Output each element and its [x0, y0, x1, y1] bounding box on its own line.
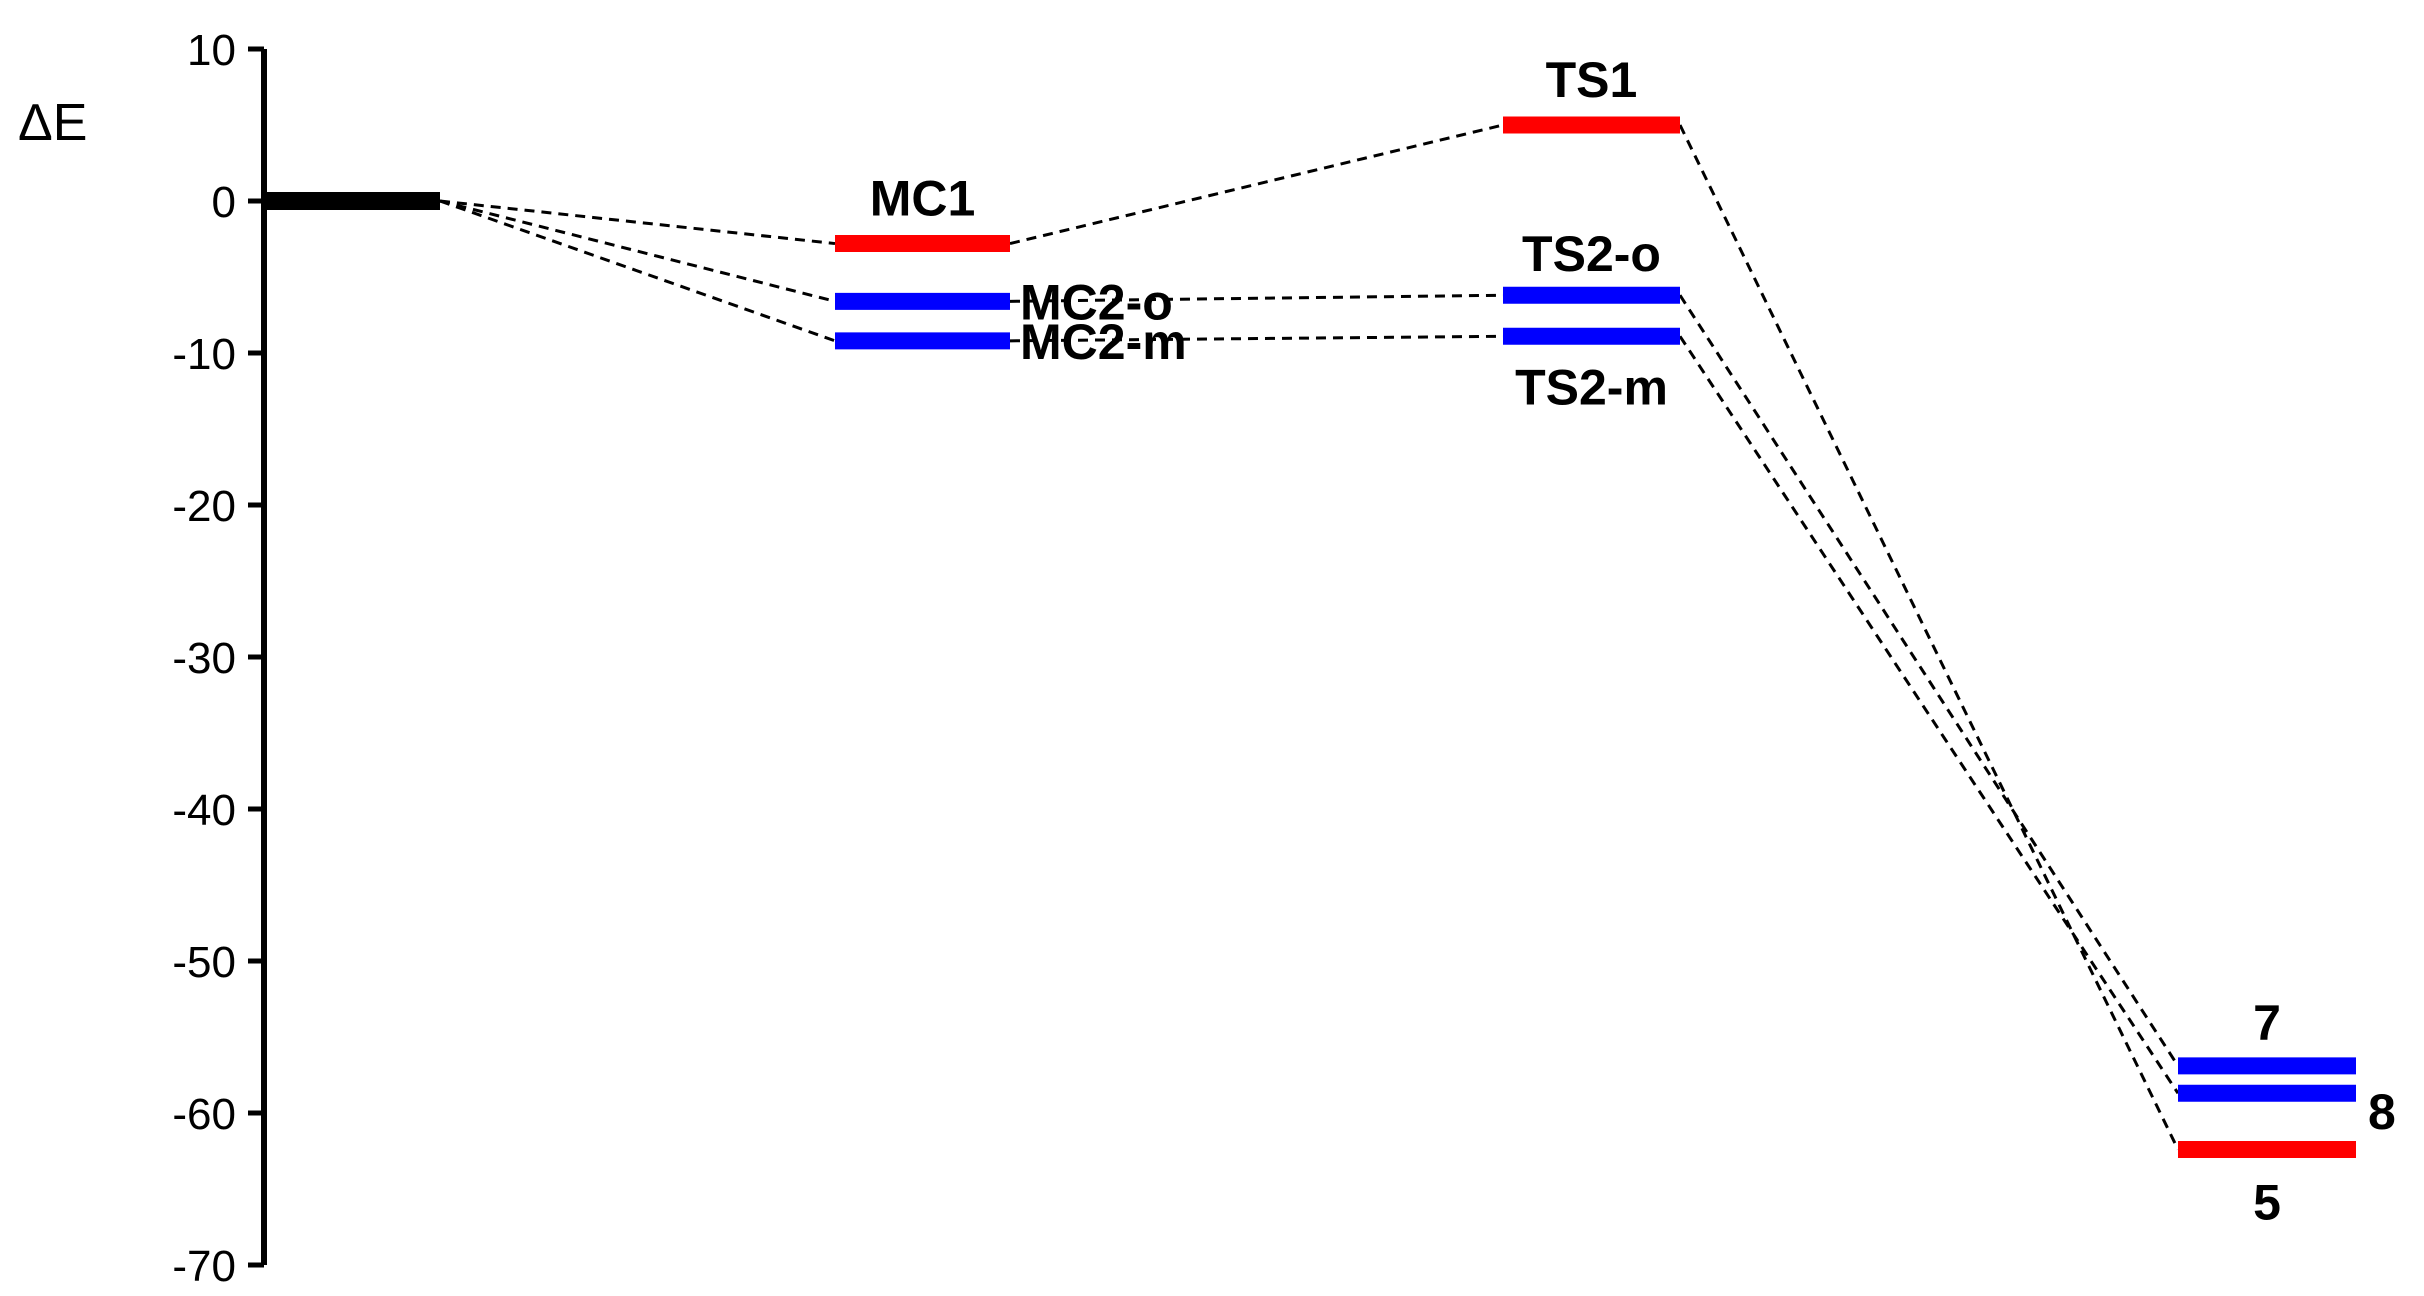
- y-tick-label: -60: [172, 1090, 236, 1139]
- y-axis: 10 0 -10 -20 -30 -40 -50 -60 -70: [172, 26, 267, 1291]
- state-label-MC2-m: MC2-m: [1020, 314, 1187, 370]
- state-label-TS2-o: TS2-o: [1522, 226, 1661, 282]
- y-tick-label: -70: [172, 1242, 236, 1291]
- state-label-MC1: MC1: [870, 171, 976, 227]
- y-tick-label: 0: [212, 178, 236, 227]
- connector-TS1-5: [1678, 124, 2180, 1151]
- y-tick-label: -10: [172, 330, 236, 379]
- connector-ref-MC2-o: [439, 199, 836, 303]
- connector-ref-MC1: [439, 199, 836, 246]
- connector-MC1-TS1: [1009, 123, 1504, 246]
- state-label-7: 7: [2253, 995, 2281, 1051]
- y-tick-label: -40: [172, 786, 236, 835]
- connector-ref-MC2-m: [439, 199, 836, 343]
- y-tick-label: 10: [187, 26, 236, 75]
- energy-levels: [264, 116, 2356, 1158]
- connector-MC2-o-TS2-o: [1009, 293, 1504, 303]
- state-label-5: 5: [2253, 1174, 2281, 1230]
- connector-TS2-m-8: [1678, 335, 2180, 1095]
- connector-TS2-o-7: [1678, 294, 2180, 1067]
- y-tick-label: -30: [172, 634, 236, 683]
- connector-MC2-m-TS2-m: [1009, 334, 1504, 343]
- state-label-MC2-o: MC2-o: [1020, 274, 1173, 330]
- y-axis-label: ΔE: [18, 94, 87, 152]
- connector-lines: [439, 123, 2180, 1151]
- state-label-TS2-m: TS2-m: [1515, 359, 1668, 415]
- state-label-TS1: TS1: [1546, 52, 1638, 108]
- y-tick-label: -20: [172, 482, 236, 531]
- y-tick-label: -50: [172, 938, 236, 987]
- state-label-8: 8: [2368, 1084, 2396, 1140]
